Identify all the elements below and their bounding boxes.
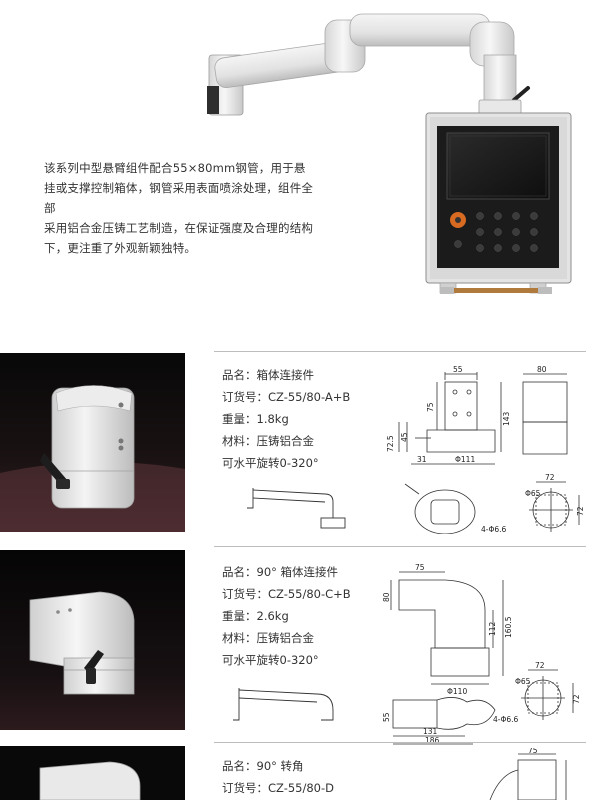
dimension-label: 80 bbox=[537, 365, 547, 374]
dimension-label: 4-Φ6.6 bbox=[493, 715, 519, 724]
dimension-label: 72.5 bbox=[386, 435, 395, 452]
product-specs-2: 品名：90° 箱体连接件 订货号：CZ-55/80-C+B 重量：2.6kg 材… bbox=[222, 561, 351, 671]
technical-drawing-2: 75 80 112 160.5 Φ110 72 Φ65 55 72 4-Φ6.6… bbox=[382, 563, 581, 737]
dimension-label: 72 bbox=[535, 661, 545, 670]
dimension-label: 72 bbox=[576, 506, 585, 516]
divider bbox=[214, 351, 586, 352]
intro-paragraph: 该系列中型悬臂组件配合55×80mm钢管，用于悬 挂或支撑控制箱体，钢管采用表面… bbox=[44, 158, 324, 258]
hero-illustration bbox=[207, 13, 572, 294]
product-photo-3 bbox=[0, 746, 185, 800]
dimension-label: 75 bbox=[426, 402, 435, 412]
technical-drawing-1: 55 80 75 143 72.5 45 31 Φ111 72 Φ65 72 4… bbox=[386, 365, 585, 534]
material: 材料：压铸铝合金 bbox=[222, 631, 314, 645]
weight: 重量：1.8kg bbox=[222, 412, 289, 426]
weight: 重量：2.6kg bbox=[222, 609, 289, 623]
dimension-label: 45 bbox=[400, 432, 409, 442]
rotation: 可水平旋转0-320° bbox=[222, 456, 319, 470]
intro-line: 下，更注重了外观新颖独特。 bbox=[44, 241, 197, 255]
dimension-label: 55 bbox=[382, 712, 391, 722]
order-number: 订货号：CZ-55/80-D bbox=[222, 781, 335, 795]
product-specs-1: 品名：箱体连接件 订货号：CZ-55/80-A+B 重量：1.8kg 材料：压铸… bbox=[222, 364, 350, 474]
dimension-label: 72 bbox=[572, 694, 581, 704]
product-photo-1 bbox=[0, 353, 185, 532]
dimension-label: 131 bbox=[423, 727, 438, 736]
order-number: 订货号：CZ-55/80-C+B bbox=[222, 587, 351, 601]
arm-sketch-1 bbox=[247, 488, 346, 529]
dimension-label: 72 bbox=[545, 473, 555, 482]
dimension-label: 55 bbox=[453, 365, 463, 374]
technical-drawing-3: 75 bbox=[489, 748, 567, 800]
product-name: 品名：90° 转角 bbox=[222, 759, 304, 773]
rotation: 可水平旋转0-320° bbox=[222, 653, 319, 667]
product-name: 品名：箱体连接件 bbox=[222, 368, 314, 382]
dimension-label: 143 bbox=[502, 411, 511, 426]
dimension-label: 75 bbox=[415, 563, 425, 572]
dimension-label: Φ65 bbox=[515, 677, 531, 686]
intro-line: 该系列中型悬臂组件配合55×80mm钢管，用于悬 bbox=[44, 161, 306, 175]
dimension-label: Φ65 bbox=[525, 489, 541, 498]
product-name: 品名：90° 箱体连接件 bbox=[222, 565, 339, 579]
dimension-label: 4-Φ6.6 bbox=[481, 525, 507, 534]
dimension-label: 75 bbox=[528, 748, 538, 755]
arm-sketch-2 bbox=[233, 688, 334, 721]
intro-line: 挂或支撑控制箱体，钢管采用表面喷涂处理，组件全部 bbox=[44, 181, 314, 215]
intro-line: 采用铝合金压铸工艺制造，在保证强度及合理的结构 bbox=[44, 221, 314, 235]
material: 材料：压铸铝合金 bbox=[222, 434, 314, 448]
divider bbox=[214, 742, 586, 743]
dimension-label: 160.5 bbox=[504, 616, 513, 638]
dimension-label: 112 bbox=[488, 621, 497, 636]
dimension-label: 80 bbox=[382, 592, 391, 602]
dimension-label: Φ111 bbox=[455, 455, 475, 464]
product-photo-2 bbox=[0, 550, 185, 730]
product-specs-3: 品名：90° 转角 订货号：CZ-55/80-D bbox=[222, 755, 334, 799]
order-number: 订货号：CZ-55/80-A+B bbox=[222, 390, 351, 404]
overall-dimension-2: 186 bbox=[393, 736, 473, 745]
divider bbox=[214, 546, 586, 547]
dimension-label: 186 bbox=[425, 736, 440, 745]
dimension-label: Φ110 bbox=[447, 687, 467, 696]
dimension-label: 31 bbox=[417, 455, 427, 464]
